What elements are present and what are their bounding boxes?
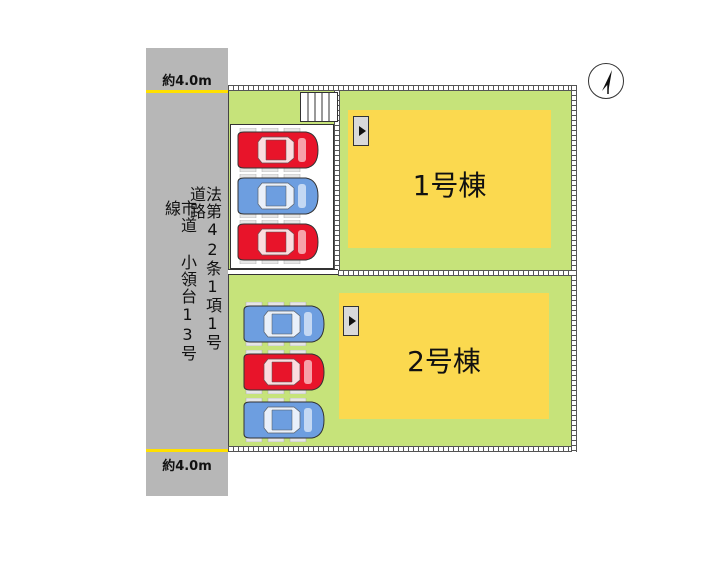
road-legal-class-label: 法第42条1項1号 道路	[187, 186, 222, 351]
building-1-label: 1号棟	[412, 169, 487, 202]
road-width-label-bottom: 約4.0m	[162, 459, 212, 474]
entrance-steps	[300, 92, 338, 122]
entrance-arrow-icon	[353, 116, 369, 146]
city-road	[146, 48, 228, 496]
fence-bottom	[228, 446, 576, 452]
parked-car-blue	[232, 173, 320, 219]
road-edge-line-bottom	[146, 449, 228, 452]
building-2	[339, 293, 549, 419]
entrance-arrow-icon	[343, 306, 359, 336]
building-1	[348, 110, 551, 248]
parked-car-red	[238, 349, 326, 395]
fence-right	[571, 85, 577, 452]
fence-lot-divider	[338, 270, 572, 276]
north-arrow-icon	[588, 63, 624, 99]
fence-lot1-divider	[334, 90, 340, 273]
parked-car-red	[232, 127, 320, 173]
road-width-label-top: 約4.0m	[162, 74, 212, 89]
building-2-label: 2号棟	[407, 345, 481, 378]
parked-car-blue	[238, 397, 326, 443]
parked-car-red	[232, 219, 320, 265]
road-edge-line-top	[146, 90, 228, 93]
parked-car-blue	[238, 301, 326, 347]
lot-boundary-walk	[228, 269, 338, 275]
fence-top	[228, 85, 576, 91]
road-name-label: 市道 小領台13号線	[162, 200, 197, 362]
